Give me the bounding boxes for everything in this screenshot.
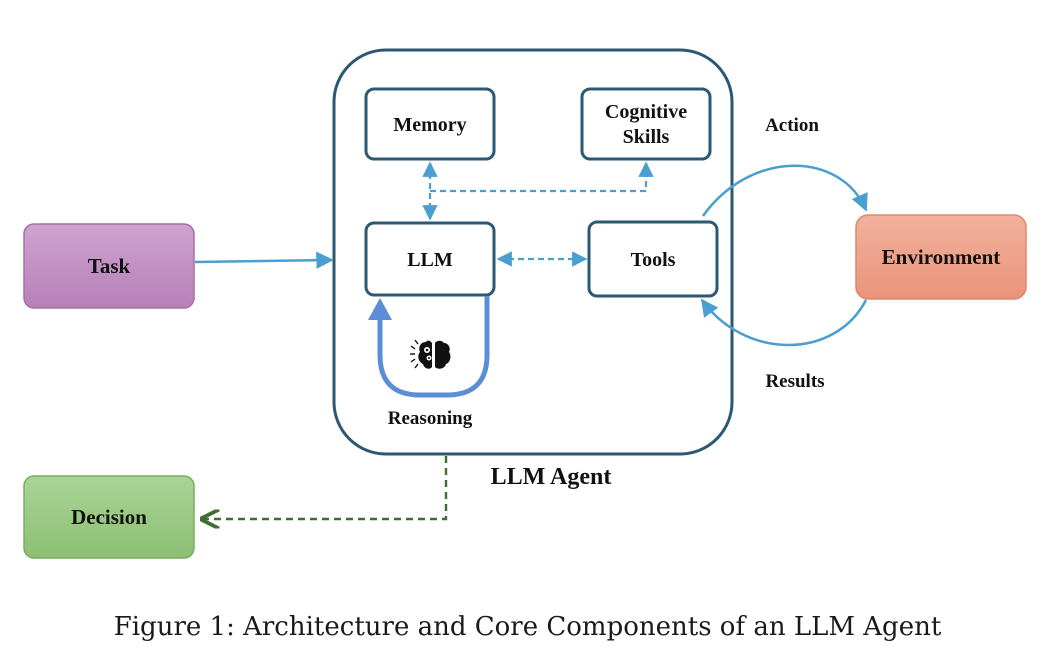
task-to-agent-arrow [194, 251, 334, 269]
llm-agent-label: LLM Agent [491, 464, 612, 490]
llm-box [364, 221, 496, 297]
tools-label: Tools [631, 249, 676, 271]
action-label: Action [765, 115, 819, 136]
cognitive-skills-box [580, 87, 712, 161]
memory-box [364, 87, 496, 161]
memory-cognitive-connector [422, 161, 654, 221]
decision-label: Decision [71, 505, 147, 529]
cognitive-skills-label-line1: Cognitive [605, 101, 687, 123]
llm-label: LLM [407, 249, 453, 271]
reasoning-arrowhead [368, 298, 392, 320]
decision-node [23, 475, 195, 559]
tools-box [587, 220, 719, 298]
cognitive-skills-label-line2: Skills [623, 126, 670, 148]
results-label: Results [765, 371, 824, 392]
task-label: Task [88, 254, 131, 278]
memory-label: Memory [393, 114, 466, 136]
brain-gear-icon [410, 339, 451, 369]
environment-node [855, 214, 1027, 300]
agent-to-decision-arrow [202, 456, 448, 519]
environment-label: Environment [882, 245, 1001, 269]
reasoning-loop [377, 296, 490, 398]
figure-caption: Figure 1: Architecture and Core Componen… [113, 612, 942, 642]
reasoning-label: Reasoning [388, 408, 473, 429]
results-arrow [700, 298, 868, 347]
action-arrow [701, 164, 868, 217]
task-node [23, 223, 195, 309]
